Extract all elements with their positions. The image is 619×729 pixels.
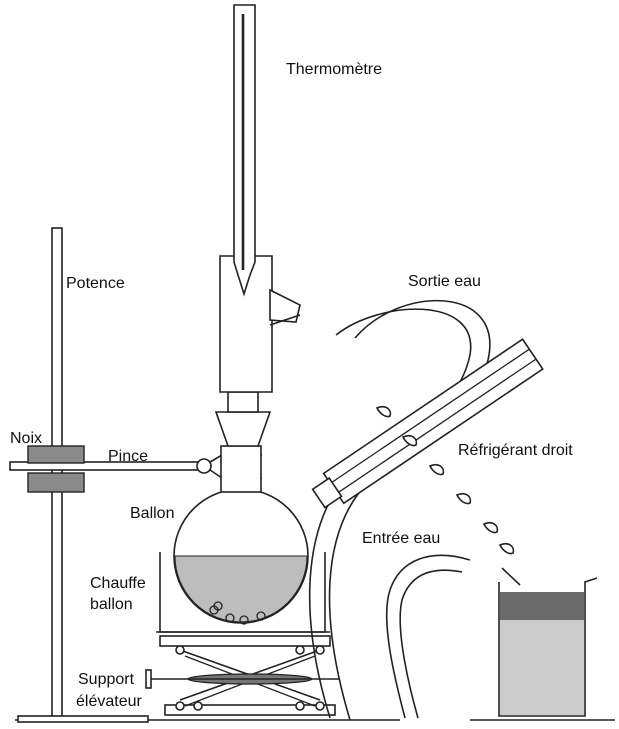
beaker-liquid xyxy=(500,620,584,715)
flask-liquid xyxy=(174,555,308,623)
label-chauffe-line1: Chauffe xyxy=(90,575,146,592)
label-entree-eau: Entrée eau xyxy=(362,530,440,547)
label-noix: Noix xyxy=(10,430,42,447)
noix-lower-block xyxy=(27,472,85,493)
noix-upper-block xyxy=(27,445,85,464)
label-support-line1: Support xyxy=(78,671,135,688)
becher xyxy=(498,577,598,717)
water-hoses xyxy=(308,299,491,721)
ballon-flask xyxy=(173,445,309,625)
label-chauffe-line2: ballon xyxy=(90,596,133,613)
label-potence: Potence xyxy=(66,275,125,292)
support-elevateur xyxy=(145,635,340,716)
label-refrigerant: Réfrigérant droit xyxy=(458,442,573,459)
beaker-distillate-layer xyxy=(500,592,584,620)
label-thermometre: Thermomètre xyxy=(286,61,382,78)
label-pince: Pince xyxy=(108,448,148,465)
refrigerant-droit xyxy=(311,338,544,586)
label-ballon: Ballon xyxy=(130,505,174,522)
noix-boss-head xyxy=(27,445,85,493)
chauffe-ballon xyxy=(156,552,330,633)
condenser-drops xyxy=(375,405,515,555)
label-sortie-eau: Sortie eau xyxy=(408,273,481,290)
thermometre xyxy=(233,4,256,297)
labels: Thermomètre Potence Sortie eau Noix Pinc… xyxy=(10,61,573,710)
label-support-line2: élévateur xyxy=(76,693,142,710)
distillation-head xyxy=(214,255,301,447)
